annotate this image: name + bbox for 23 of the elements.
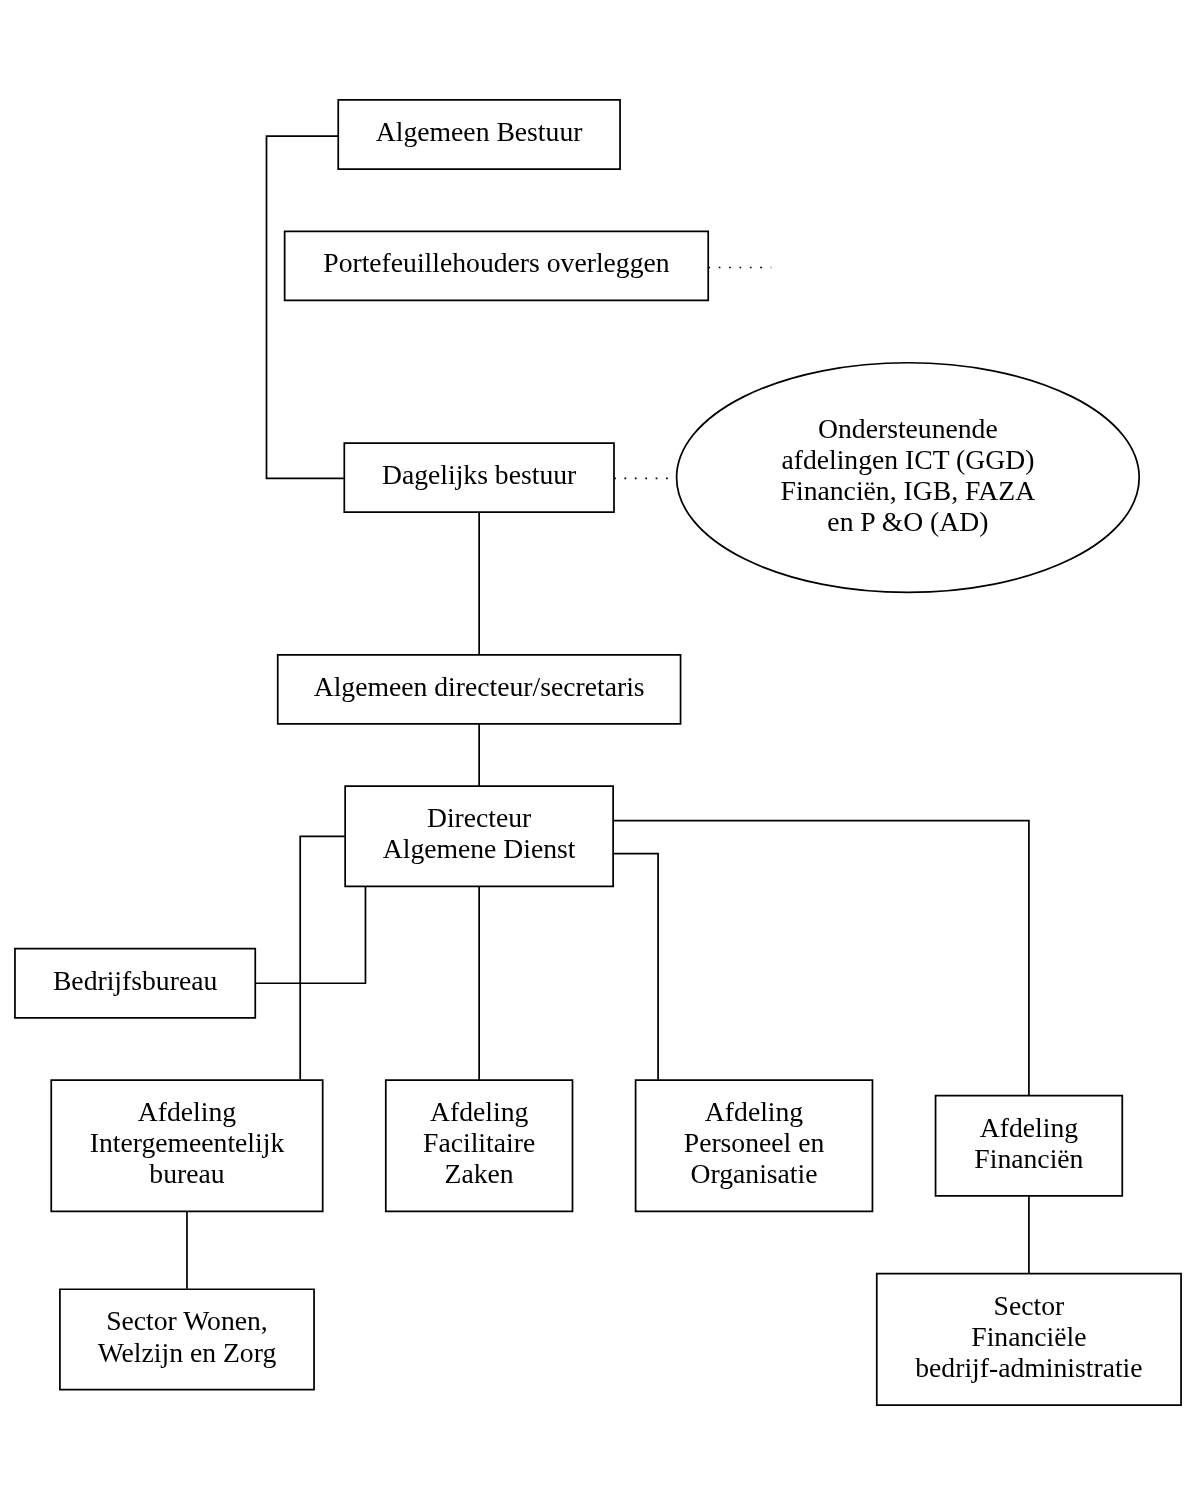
connector: [299, 834, 346, 1080]
connector: [612, 852, 659, 1080]
node-box: Afdeling Personeel en Organisatie: [634, 1078, 874, 1212]
connector: [478, 722, 480, 787]
node-box: Sector Financiële bedrijf-administratie: [875, 1272, 1182, 1406]
connector: [1028, 1194, 1030, 1274]
node-box: Directeur Algemene Dienst: [344, 784, 614, 887]
node-box: Algemeen directeur/secretaris: [276, 653, 682, 725]
connector: [254, 885, 367, 984]
node-box: Sector Wonen, Welzijn en Zorg: [59, 1287, 315, 1390]
node-box: Afdeling Facilitaire Zaken: [384, 1078, 574, 1212]
node-box: Dagelijks bestuur: [343, 441, 615, 513]
connector: [478, 885, 480, 1081]
node-box: Bedrijfsbureau: [14, 947, 257, 1019]
node-box: Afdeling Intergemeentelijk bureau: [50, 1078, 324, 1212]
node-box: Algemeen Bestuur: [337, 98, 621, 170]
node-ellipse: Ondersteunende afdelingen ICT (GGD) Financiën, IGB, FAZA en P &O (AD): [675, 361, 1141, 593]
connector: [612, 819, 1030, 1096]
connector: [265, 134, 345, 479]
node-box: Afdeling Financiën: [934, 1094, 1124, 1197]
connector: [186, 1210, 188, 1290]
connector: [478, 511, 480, 655]
node-box: Portefeuillehouders overleggen: [283, 229, 710, 301]
